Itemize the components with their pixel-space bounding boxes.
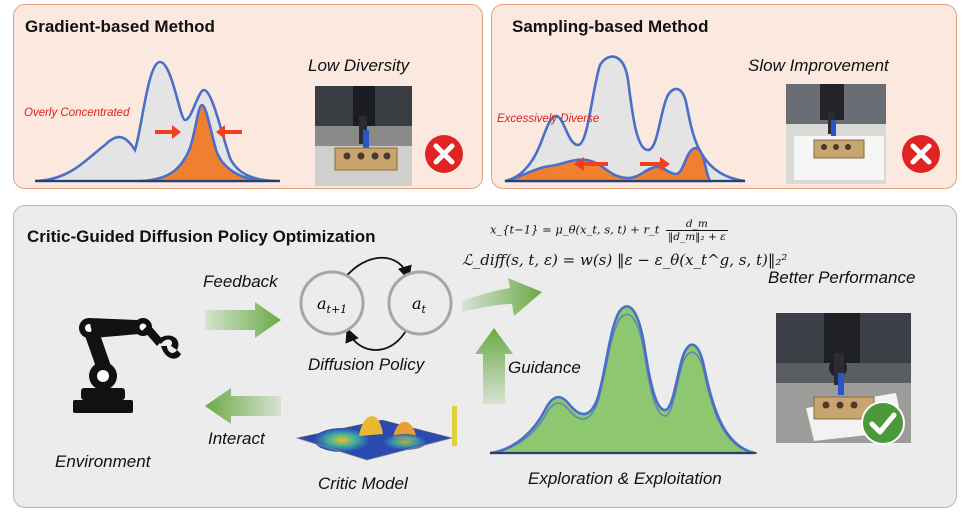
robot-arm-icon [73,318,181,413]
robot-photo-low-diversity [315,86,412,186]
sampling-equation: x_{t−1} = μ_θ(x_t, s, t) + r_t d_m ‖d_m‖… [490,218,728,243]
loss-equation: ℒ_diff(s, t, ε) = w(s) ‖ε − ε_θ(x_t^g, s… [462,251,788,269]
node-a-t-plus-1 [299,270,365,336]
guidance-arrow-icon [475,328,513,404]
wide-distribution [504,55,746,183]
robot-photo-slow-improvement [786,84,886,184]
fail-x-icon [425,135,463,173]
feedback-label: Feedback [203,272,278,291]
right-arrow-icon [640,157,670,171]
better-performance-label: Better Performance [768,268,916,287]
gradient-result: Low Diversity [308,56,410,75]
sampling-result: Slow Improvement [748,56,889,75]
guidance-label: Guidance [508,358,581,377]
critic-model-label: Critic Model [318,474,408,493]
cgdpo-title: Critic-Guided Diffusion Policy Optimizat… [27,227,376,246]
gradient-distribution-plot [34,60,281,183]
right-arrow-icon [155,125,181,139]
diffusion-policy-label: Diffusion Policy [308,355,425,374]
environment-label: Environment [55,452,151,471]
eq1-denominator: ‖d_m‖₂ + ε [667,231,726,243]
output-arrow-icon [462,278,542,316]
node-a-t [387,270,453,336]
success-check-icon [861,401,905,445]
gradient-note: Overly Concentrated [24,107,130,119]
sampling-title: Sampling-based Method [512,17,709,36]
feedback-arrow-icon [205,302,281,338]
critic-surface-plot [295,406,457,461]
diffusion-policy-loop: at+1 at [299,256,453,351]
interact-label: Interact [208,429,265,448]
fail-x-icon [902,135,940,173]
eq1-lhs: x_{t−1} = μ_θ(x_t, s, t) + r_t [490,222,660,237]
optimized-distribution-plot [489,305,757,455]
diverse-distribution [504,146,713,183]
left-arrow-icon [216,125,242,139]
left-arrow-icon [574,157,608,171]
gradient-title: Gradient-based Method [25,17,215,36]
interact-arrow-icon [205,388,281,424]
sampling-note: Excessively Diverse [497,113,600,125]
exploration-label: Exploration & Exploitation [528,469,722,488]
sampling-distribution-plot [504,55,746,183]
concentrated-distribution [139,103,266,183]
wide-distribution [34,60,281,183]
eq1-numerator: d_m [665,218,728,231]
green-distribution [489,305,756,455]
